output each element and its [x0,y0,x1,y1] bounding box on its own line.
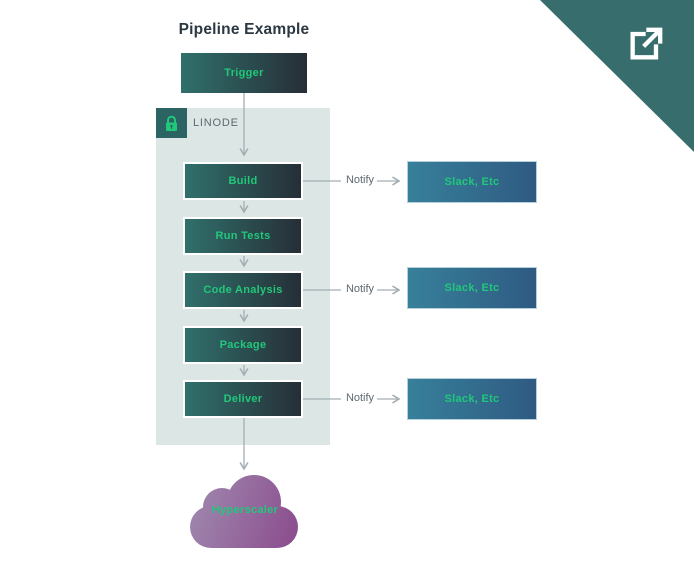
notify-label: Notify [345,392,375,404]
trigger-node: Trigger [181,53,307,93]
hyperscaler-cloud [190,475,298,548]
lock-icon [166,115,177,131]
notify-label: Notify [345,283,375,295]
container-label: LINODE [193,117,239,129]
cloud-label: Hyperscaler [211,504,279,516]
step-label: Package [219,339,267,351]
step-label: Code Analysis [203,284,283,296]
trigger-label: Trigger [224,67,264,79]
notify-target-label: Slack, Etc [444,282,500,294]
notify-target-node: Slack, Etc [407,161,537,203]
notify-target-node: Slack, Etc [407,267,537,309]
linode-container: LINODE Build Run Tests Code Analysis Pac… [156,108,330,445]
step-deliver: Deliver [183,380,303,418]
step-run-tests: Run Tests [183,217,303,255]
lock-badge [156,108,187,138]
step-code-analysis: Code Analysis [183,271,303,309]
step-label: Deliver [223,393,263,405]
notify-target-label: Slack, Etc [444,176,500,188]
notify-target-node: Slack, Etc [407,378,537,420]
step-package: Package [183,326,303,364]
step-label: Build [228,175,258,187]
diagram-title: Pipeline Example [178,21,310,38]
step-label: Run Tests [215,230,271,242]
external-link-icon[interactable] [626,24,666,64]
cloud-shape [190,475,298,548]
notify-target-label: Slack, Etc [444,393,500,405]
notify-label: Notify [345,174,375,186]
step-build: Build [183,162,303,200]
corner-banner[interactable] [540,0,694,152]
